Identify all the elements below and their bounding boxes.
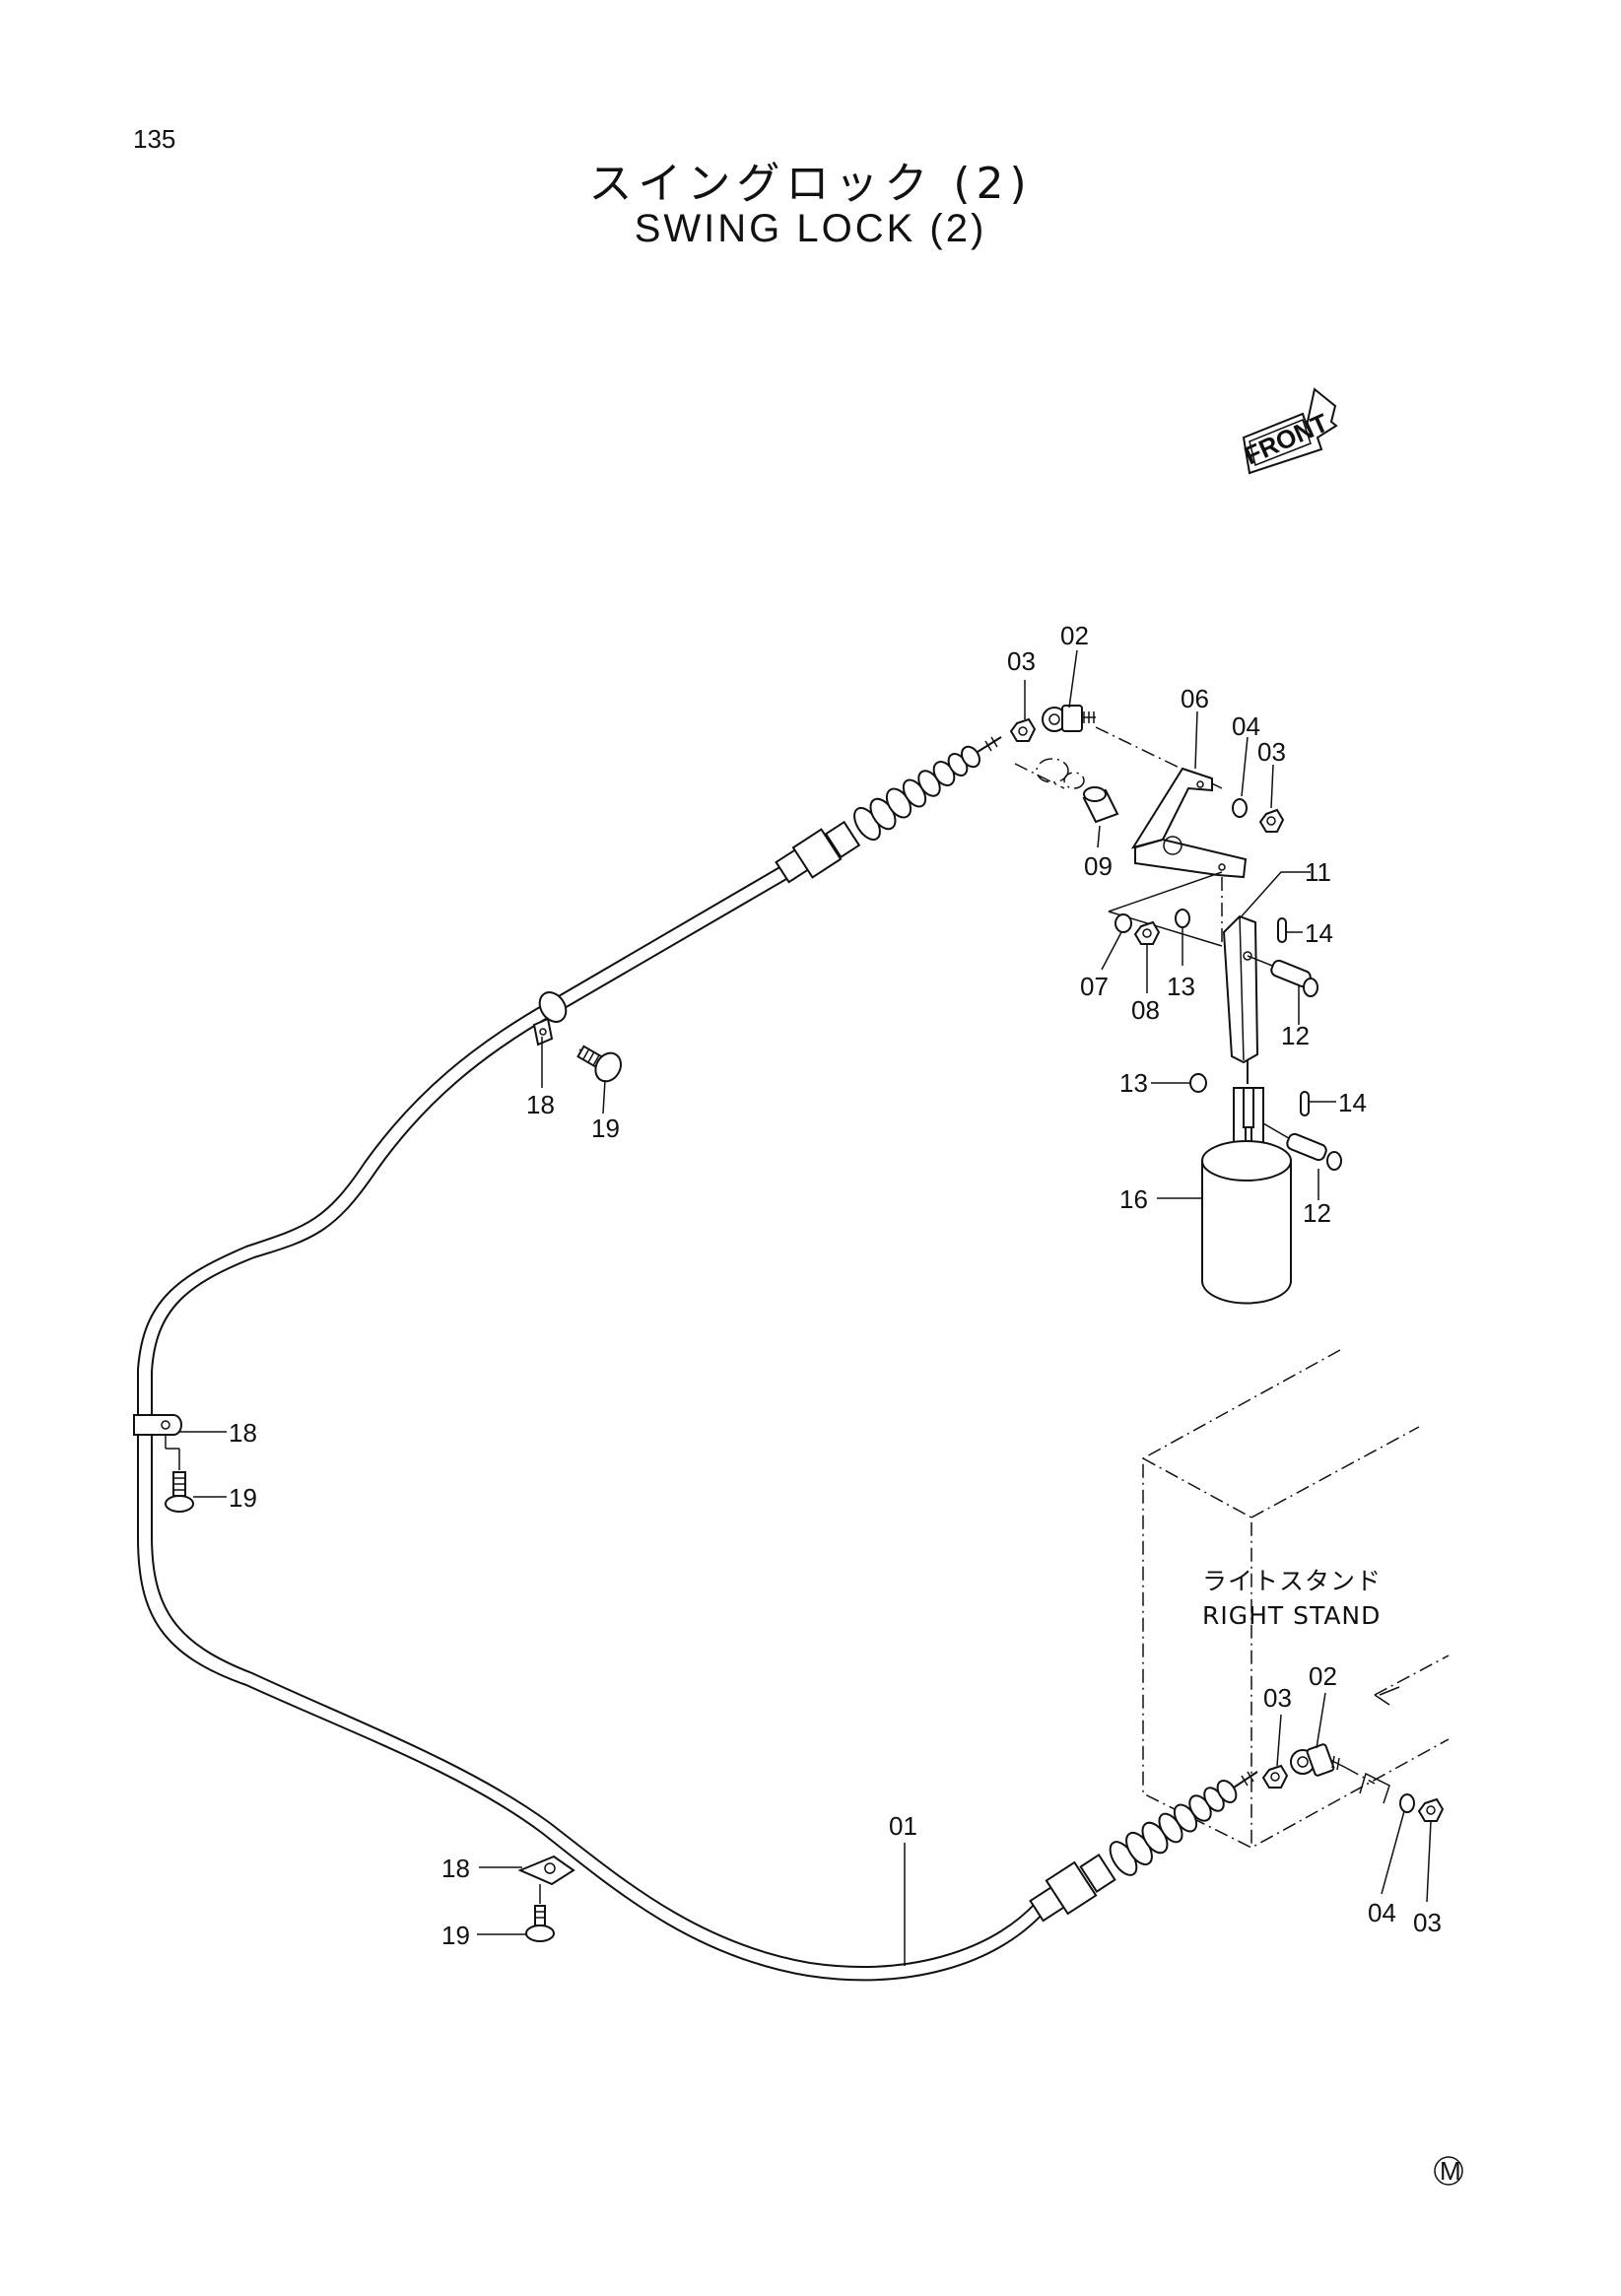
callout-07: 07 bbox=[1080, 972, 1109, 1001]
footer-mark: M bbox=[1440, 2156, 1461, 2186]
page-title-jp: スイングロック (2) bbox=[588, 159, 1033, 209]
clamps bbox=[133, 991, 623, 1942]
callout-03-upper-right: 03 bbox=[1257, 737, 1286, 767]
callout-19-lower: 19 bbox=[441, 1921, 470, 1950]
callout-09: 09 bbox=[1084, 851, 1113, 881]
callout-06: 06 bbox=[1181, 684, 1209, 713]
cable bbox=[137, 861, 1046, 1982]
callout-03-lower-right: 03 bbox=[1413, 1908, 1442, 1937]
stand-label-jp: ライトスタンド bbox=[1202, 1567, 1382, 1595]
callout-12-upper: 12 bbox=[1281, 1021, 1310, 1050]
callout-19-middle: 19 bbox=[229, 1483, 257, 1513]
callout-18-upper: 18 bbox=[526, 1090, 555, 1119]
callout-14-upper: 14 bbox=[1305, 918, 1333, 948]
leader-lines bbox=[179, 649, 1432, 1966]
callout-18-middle: 18 bbox=[229, 1418, 257, 1448]
front-arrow-icon: FRONT bbox=[1240, 387, 1338, 475]
callout-14-lower: 14 bbox=[1338, 1088, 1367, 1117]
upper-cable-end bbox=[775, 736, 1002, 884]
callout-04-lower: 04 bbox=[1368, 1898, 1396, 1927]
callout-03-lower-left: 03 bbox=[1263, 1683, 1292, 1713]
lower-cable-end bbox=[1029, 1694, 1445, 1923]
callout-13-lower: 13 bbox=[1119, 1068, 1148, 1098]
page-title-en: SWING LOCK (2) bbox=[634, 207, 987, 250]
callout-02-upper: 02 bbox=[1060, 621, 1089, 650]
right-stand-outline bbox=[1142, 1349, 1450, 1849]
stand-label-en: RIGHT STAND bbox=[1202, 1601, 1381, 1630]
page-number: 135 bbox=[133, 124, 176, 154]
callout-11: 11 bbox=[1305, 857, 1331, 887]
callout-18-lower: 18 bbox=[441, 1854, 470, 1883]
callout-16: 16 bbox=[1119, 1184, 1148, 1214]
callout-13-upper: 13 bbox=[1167, 972, 1195, 1001]
callout-08: 08 bbox=[1131, 995, 1160, 1025]
callout-12-lower: 12 bbox=[1303, 1198, 1331, 1228]
callout-02-lower: 02 bbox=[1309, 1661, 1337, 1691]
m-mark-icon: M bbox=[1434, 2156, 1463, 2186]
callout-labels: 01 03 02 06 04 03 09 11 07 08 13 14 12 1… bbox=[229, 621, 1442, 1950]
callout-01: 01 bbox=[889, 1811, 917, 1841]
callout-19-upper: 19 bbox=[591, 1114, 620, 1143]
upper-linkage bbox=[1009, 705, 1342, 1305]
callout-03-upper-left: 03 bbox=[1007, 646, 1036, 676]
callout-04-upper: 04 bbox=[1232, 711, 1260, 741]
